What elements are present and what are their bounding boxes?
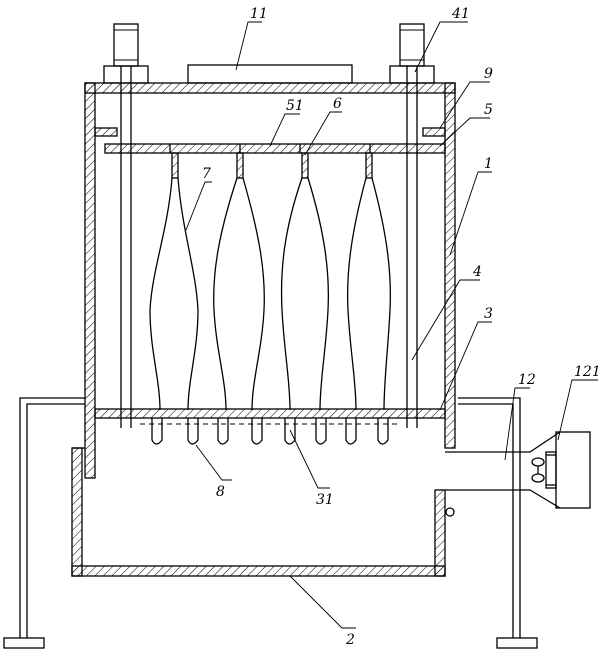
motor-right <box>390 24 434 83</box>
guide-block-left <box>95 128 117 136</box>
label-5: 5 <box>484 102 493 118</box>
part-labels: 11 41 9 51 6 5 7 1 4 3 12 121 8 31 2 <box>202 6 601 648</box>
leader-lines <box>186 22 598 628</box>
label-6: 6 <box>333 96 342 112</box>
label-41: 41 <box>451 6 470 22</box>
nozzles <box>152 418 388 444</box>
stand-frame <box>4 398 537 648</box>
flexible-tubes <box>150 178 390 410</box>
label-121: 121 <box>574 364 601 380</box>
label-1: 1 <box>484 156 493 172</box>
label-4: 4 <box>472 264 482 280</box>
screw-rods <box>121 66 417 428</box>
distribution-plate <box>95 409 445 424</box>
label-7: 7 <box>202 166 211 182</box>
label-3: 3 <box>484 306 493 322</box>
label-12: 12 <box>518 372 536 388</box>
lower-tank <box>72 448 454 576</box>
guide-block-right <box>423 128 445 136</box>
side-duct <box>445 432 590 508</box>
top-box <box>188 65 352 83</box>
label-11: 11 <box>250 6 268 22</box>
label-51: 51 <box>286 98 304 114</box>
housing <box>85 83 455 478</box>
label-8: 8 <box>216 484 225 500</box>
label-9: 9 <box>484 66 493 82</box>
label-31: 31 <box>316 492 334 508</box>
motor-left <box>104 24 148 83</box>
label-2: 2 <box>345 632 355 648</box>
lifting-plate <box>105 144 445 153</box>
